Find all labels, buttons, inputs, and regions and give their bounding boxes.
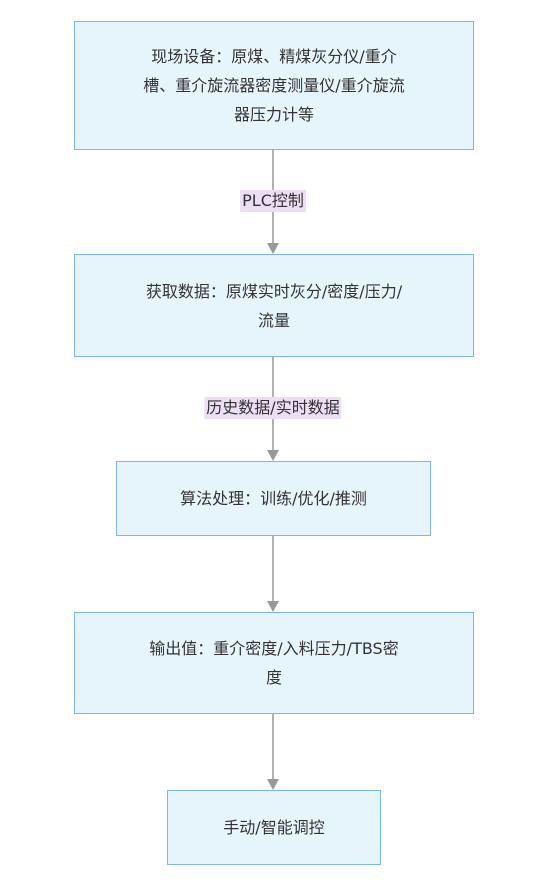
node-field-equipment-line-3: 器压力计等 xyxy=(233,105,314,124)
arrowhead-icon xyxy=(267,243,279,254)
arrowhead-icon xyxy=(267,779,279,790)
edge-label-historical-realtime-data: 历史数据/实时数据 xyxy=(204,397,342,419)
node-output-values: 输出值：重介密度/入料压力/TBS密 度 xyxy=(74,612,474,714)
node-data-acquisition-line-1: 获取数据：原煤实时灰分/密度/压力/ xyxy=(145,281,403,301)
node-algorithm-processing-line-1: 算法处理：训练/优化/推测 xyxy=(180,489,367,508)
node-field-equipment-line-1: 现场设备：原煤、精煤灰分仪/重介 xyxy=(151,47,397,66)
arrowhead-icon xyxy=(267,450,279,461)
node-control-mode: 手动/智能调控 xyxy=(167,790,381,865)
edge-label-plc-control: PLC控制 xyxy=(240,190,306,212)
node-output-values-line-1: 输出值：重介密度/入料压力/TBS密 xyxy=(149,639,399,658)
node-data-acquisition-line-2: 流量 xyxy=(257,310,290,330)
arrowhead-icon xyxy=(267,601,279,612)
node-field-equipment-line-2: 槽、重介旋流器密度测量仪/重介旋流 xyxy=(143,76,405,95)
node-algorithm-processing: 算法处理：训练/优化/推测 xyxy=(116,461,431,536)
node-control-mode-line-1: 手动/智能调控 xyxy=(223,818,325,837)
node-output-values-line-2: 度 xyxy=(265,668,282,687)
node-field-equipment: 现场设备：原煤、精煤灰分仪/重介 槽、重介旋流器密度测量仪/重介旋流 器压力计等 xyxy=(74,21,474,150)
node-data-acquisition: 获取数据：原煤实时灰分/密度/压力/ 流量 xyxy=(74,254,474,357)
